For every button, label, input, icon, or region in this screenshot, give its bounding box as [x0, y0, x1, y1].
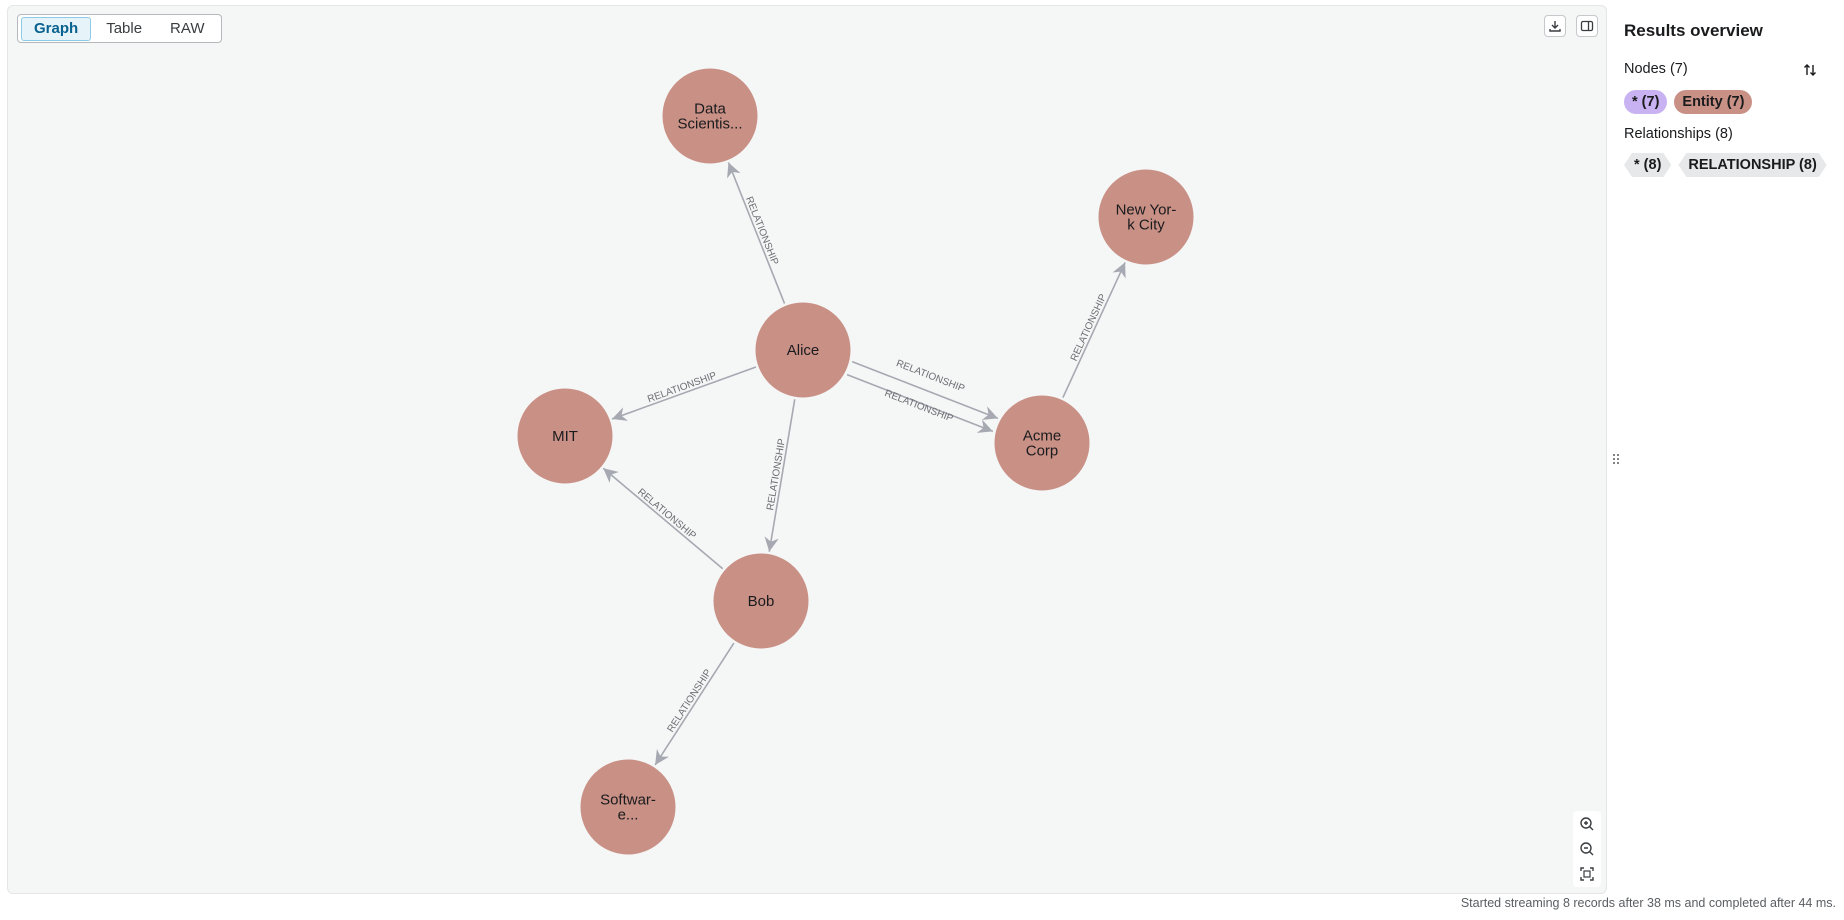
tab-graph[interactable]: Graph	[21, 16, 92, 41]
node-circle[interactable]	[713, 553, 809, 649]
edge-label: RELATIONSHIP	[883, 388, 955, 425]
fit-to-screen-button[interactable]	[1576, 863, 1598, 885]
edge-bob-mit[interactable]	[602, 467, 724, 570]
drag-handle-icon	[1613, 454, 1619, 464]
sort-icon	[1804, 64, 1816, 76]
edge-label: RELATIONSHIP	[743, 195, 780, 267]
edge-alice-data_scientist[interactable]	[727, 162, 786, 304]
node-alice[interactable]: Alice	[755, 302, 851, 398]
zoom-in-button[interactable]	[1576, 813, 1598, 835]
edge-alice-mit[interactable]	[611, 366, 757, 421]
node-chip-all[interactable]: * (7)	[1624, 90, 1668, 114]
edge-acme_corp-new_york_city[interactable]	[1062, 262, 1126, 398]
edge-alice-bob[interactable]	[764, 399, 796, 552]
relationship-chip-relationship[interactable]: RELATIONSHIP (8)	[1678, 153, 1826, 177]
sort-button[interactable]	[1800, 60, 1820, 80]
fit-to-screen-icon	[1580, 867, 1594, 882]
node-label: k City	[1127, 217, 1165, 234]
node-label: Softwar-	[600, 792, 656, 809]
zoom-out-icon	[1580, 842, 1594, 856]
nodes-section-label: Nodes (7)	[1624, 61, 1688, 77]
edge-label: RELATIONSHIP	[765, 438, 788, 512]
node-label: Alice	[787, 342, 820, 359]
edge-alice-acme_corp-1[interactable]	[846, 373, 994, 433]
node-chip-entity[interactable]: Entity (7)	[1674, 90, 1753, 114]
node-label-chips: * (7) Entity (7)	[1624, 90, 1753, 114]
results-overview-panel	[1609, 0, 1844, 900]
resize-handle[interactable]	[1609, 451, 1623, 467]
zoom-out-button[interactable]	[1576, 838, 1598, 860]
node-label: Scientis...	[677, 116, 742, 133]
download-icon	[1549, 21, 1561, 32]
toggle-sidebar-button[interactable]	[1576, 15, 1598, 37]
edge-label: RELATIONSHIP	[894, 358, 966, 395]
query-status-text: Started streaming 8 records after 38 ms …	[1460, 896, 1836, 910]
tab-table[interactable]: Table	[106, 20, 143, 37]
relationship-chip-all[interactable]: * (8)	[1624, 153, 1671, 177]
relationships-section-label: Relationships (8)	[1624, 126, 1733, 142]
sidebar-toggle-icon	[1580, 20, 1594, 32]
edge-alice-acme_corp-0[interactable]	[851, 360, 999, 420]
relationship-type-chips: * (8) RELATIONSHIP (8)	[1624, 153, 1827, 177]
zoom-controls	[1573, 811, 1601, 887]
graph-visualization[interactable]: RELATIONSHIPRELATIONSHIPRELATIONSHIPRELA…	[8, 6, 1607, 894]
node-new-york-city[interactable]: New Yor-k City	[1098, 169, 1194, 265]
node-label: e...	[618, 807, 639, 824]
node-label: Corp	[1026, 443, 1059, 460]
node-mit[interactable]: MIT	[517, 388, 613, 484]
node-label: New Yor-	[1116, 202, 1177, 219]
results-overview-title: Results overview	[1624, 21, 1763, 40]
node-circle[interactable]	[994, 395, 1090, 491]
download-button[interactable]	[1544, 15, 1566, 37]
node-circle[interactable]	[662, 68, 758, 164]
tab-raw[interactable]: RAW	[170, 20, 205, 37]
zoom-in-icon	[1580, 816, 1594, 831]
edge-bob-software_engineer[interactable]	[654, 642, 735, 766]
node-circle[interactable]	[755, 302, 851, 398]
node-label: MIT	[552, 428, 578, 445]
node-label: Bob	[748, 593, 775, 610]
node-software-engineer[interactable]: Softwar-e...	[580, 759, 676, 855]
node-circle[interactable]	[580, 759, 676, 855]
node-label: Data	[694, 101, 726, 118]
view-mode-switcher: Graph Table RAW	[17, 14, 222, 43]
node-data-scientist[interactable]: DataScientis...	[662, 68, 758, 164]
node-circle[interactable]	[517, 388, 613, 484]
edge-label: RELATIONSHIP	[646, 370, 718, 405]
node-bob[interactable]: Bob	[713, 553, 809, 649]
node-label: Acme	[1023, 428, 1061, 445]
edge-label: RELATIONSHIP	[666, 667, 715, 734]
edge-label: RELATIONSHIP	[635, 487, 698, 542]
node-circle[interactable]	[1098, 169, 1194, 265]
edge-label: RELATIONSHIP	[1069, 292, 1109, 363]
